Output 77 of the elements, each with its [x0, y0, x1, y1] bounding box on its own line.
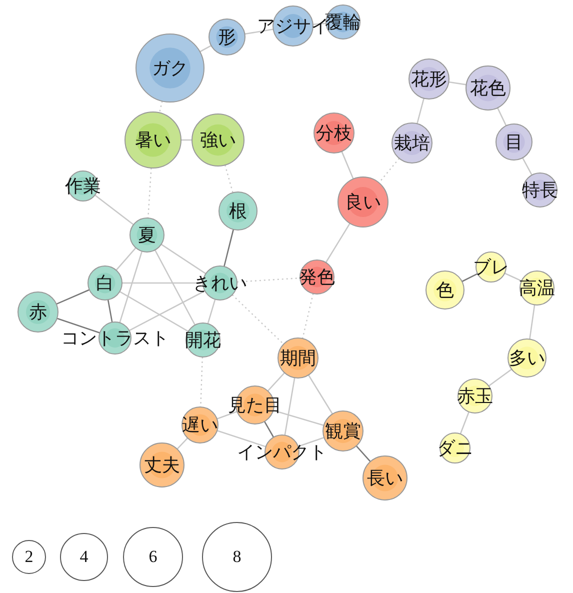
word-bubble: 丈夫	[140, 443, 184, 487]
connector-line	[325, 222, 350, 263]
connector-line	[232, 294, 284, 345]
word-bubble: 長い	[363, 456, 407, 500]
word-bubble: 良い	[338, 177, 388, 227]
connector-line	[341, 151, 354, 180]
connector-line	[529, 304, 536, 340]
connector-line	[207, 299, 216, 324]
connector-line	[284, 378, 296, 436]
connector-line	[462, 273, 478, 282]
connector-line	[119, 290, 189, 332]
connector-line	[56, 289, 90, 305]
connector-line	[216, 430, 266, 448]
word-bubble: 特長	[522, 173, 558, 207]
connector-line	[224, 164, 234, 193]
word-bubble: 期間	[278, 338, 318, 378]
connector-line	[356, 445, 371, 462]
connector-line	[273, 410, 324, 426]
word-bubble: 根	[219, 192, 257, 230]
connector-line	[224, 229, 234, 267]
connector-line	[302, 293, 314, 339]
word-bubble: 遅い	[182, 407, 218, 443]
connector-line	[94, 194, 134, 226]
word-bubble: 目	[496, 124, 532, 160]
word-bubble: 強い	[192, 114, 244, 166]
size-legend-circle: 8	[202, 522, 272, 592]
word-bubble: ブレ	[473, 252, 509, 282]
connector-line	[200, 45, 212, 52]
connector-line	[488, 368, 512, 386]
connector-line	[460, 412, 470, 434]
word-bubble: 夏	[130, 218, 164, 252]
word-bubble: 多い	[508, 339, 546, 377]
connector-line	[154, 250, 196, 326]
word-bubble: 花色	[466, 66, 510, 110]
connector-line	[416, 98, 424, 124]
connector-line	[128, 290, 206, 332]
connector-line	[56, 318, 100, 334]
connector-line	[264, 421, 274, 438]
connector-line	[378, 158, 400, 184]
word-bubble: 暑い	[125, 112, 181, 168]
connector-line	[267, 372, 285, 392]
size-legend-circle: 4	[60, 533, 108, 581]
connector-line	[522, 158, 532, 176]
word-bubble: 赤	[18, 292, 58, 332]
size-legend-circle: 2	[12, 540, 46, 574]
word-bubble: 色	[426, 271, 464, 309]
connector-line	[107, 300, 113, 322]
word-bubble: ガク	[136, 34, 204, 102]
connector-line	[244, 28, 274, 35]
word-bubble: 白	[88, 266, 122, 300]
connector-line	[158, 100, 163, 113]
word-bubble: 高温	[519, 271, 555, 305]
connector-line	[496, 108, 507, 126]
connector-line	[308, 374, 334, 414]
connector-line	[504, 272, 522, 282]
size-legend-circle: 6	[123, 527, 183, 587]
connector-line	[181, 139, 192, 141]
word-bubble: 発色	[299, 260, 335, 294]
word-bubble: コントラスト	[61, 322, 169, 354]
connector-line	[122, 282, 203, 284]
connector-line	[160, 244, 206, 274]
word-bubble: 形	[209, 19, 245, 55]
connector-line	[119, 251, 143, 323]
word-bubble: 観賞	[323, 411, 363, 451]
connector-line	[216, 410, 238, 420]
word-bubble: 覆輪	[325, 5, 361, 39]
connector-line	[176, 438, 188, 450]
word-bubble: 赤玉	[457, 379, 493, 413]
word-bubble: 花形	[409, 59, 449, 99]
word-bubble: 開花	[185, 323, 221, 357]
connector-line	[448, 81, 466, 86]
word-bubble: ダニ	[437, 433, 473, 463]
connector-line	[116, 247, 136, 271]
word-bubble: 作業	[65, 171, 101, 201]
word-bubble: 分枝	[314, 113, 354, 153]
connector-line	[312, 22, 326, 26]
word-bubble: 栽培	[392, 123, 432, 163]
